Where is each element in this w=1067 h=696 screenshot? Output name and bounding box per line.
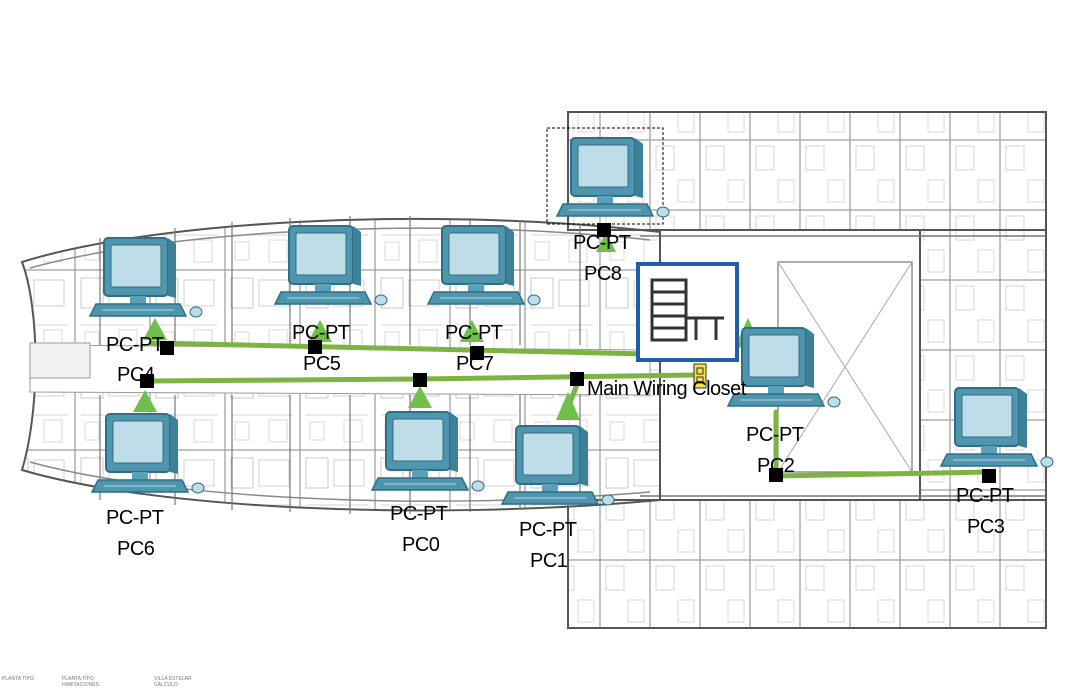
pc1-type-label: PC-PT xyxy=(519,519,577,541)
pc6-type-label: PC-PT xyxy=(106,507,164,529)
wiring-closet-label: Main Wiring Closet xyxy=(587,378,747,400)
pc5-name-label: PC5 xyxy=(303,353,340,375)
pc3-name-label: PC3 xyxy=(967,516,1004,538)
pc0-name-label: PC0 xyxy=(402,534,439,556)
legend-item: VILLA ESTELAR CALCULO xyxy=(154,676,216,688)
pc5-type-label: PC-PT xyxy=(292,322,350,344)
pc6-name-label: PC6 xyxy=(117,538,154,560)
pc7-type-label: PC-PT xyxy=(445,322,503,344)
pc2-name-label: PC2 xyxy=(757,455,794,477)
pc4-type-label: PC-PT xyxy=(106,334,164,356)
endpoint-pc3 xyxy=(982,469,996,483)
pc0-type-label: PC-PT xyxy=(390,503,448,525)
pc7-name-label: PC7 xyxy=(456,353,493,375)
legend-item: PLANTA TIPO xyxy=(2,676,46,682)
pc2-type-label: PC-PT xyxy=(746,424,804,446)
pc8-name-label: PC8 xyxy=(584,263,621,285)
pc1-name-label: PC1 xyxy=(530,550,567,572)
endpoint-pc0 xyxy=(413,373,427,387)
legend-item: PLANTA TIPO HABITACIONES xyxy=(62,676,122,688)
pc8-type-label: PC-PT xyxy=(573,232,631,254)
pc4-name-label: PC4 xyxy=(117,364,154,386)
link-pc6-pc0 xyxy=(147,379,420,381)
endpoint-pc1 xyxy=(570,372,584,386)
pc3-type-label: PC-PT xyxy=(956,485,1014,507)
